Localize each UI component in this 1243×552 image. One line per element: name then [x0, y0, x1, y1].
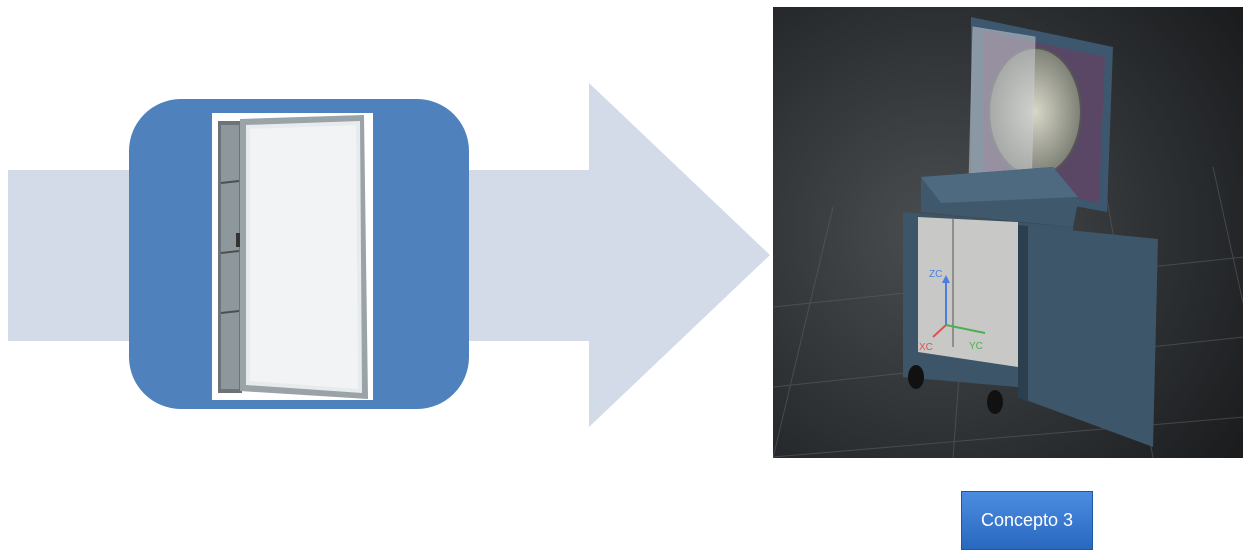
axis-label-z: ZC — [929, 269, 942, 280]
concept-3-button[interactable]: Concepto 3 — [961, 491, 1093, 550]
axis-label-x: XC — [919, 342, 933, 353]
cabinet-photo-icon — [212, 113, 373, 400]
cabinet-render-icon: ZC XC YC — [773, 7, 1243, 458]
axis-label-y: YC — [969, 341, 983, 352]
